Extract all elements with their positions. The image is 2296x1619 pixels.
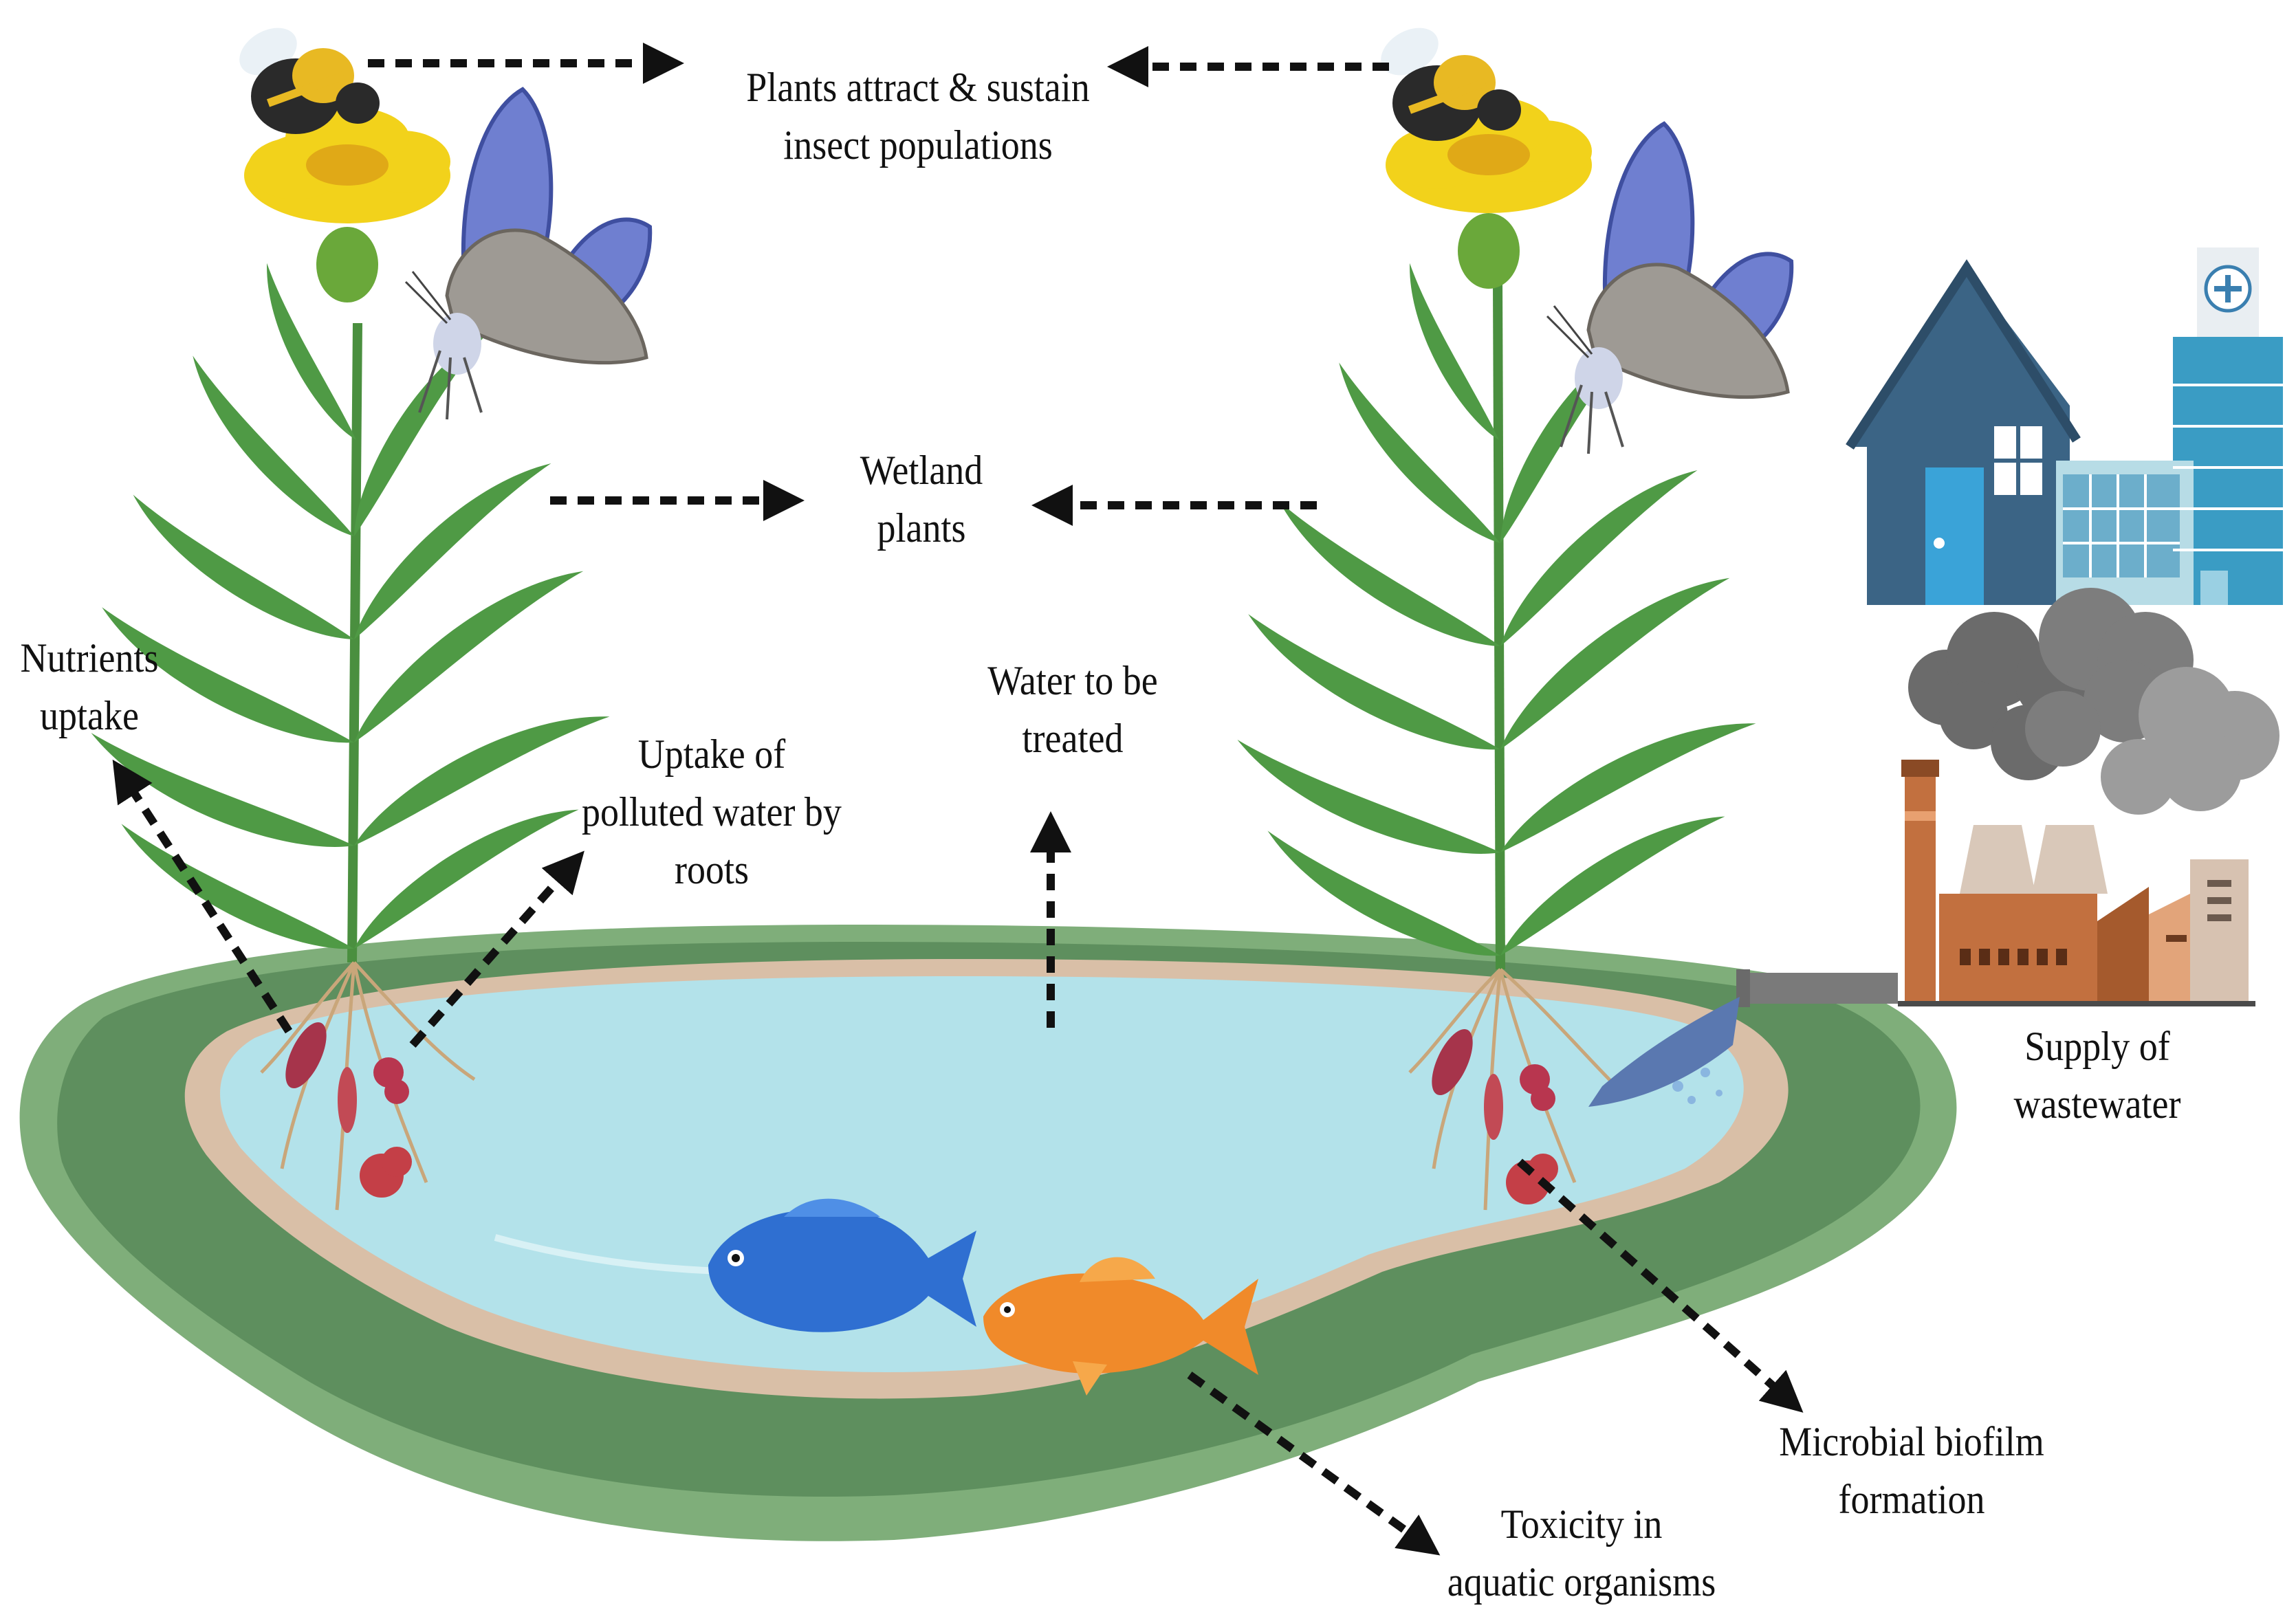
label-toxicity: Toxicity in aquatic organisms: [1433, 1495, 1730, 1611]
label-wetland-line2: plants: [877, 505, 966, 551]
label-water-to-be-treated: Water to be treated: [967, 652, 1178, 767]
label-uptake-line3: roots: [675, 847, 749, 892]
label-toxicity-line1: Toxicity in: [1500, 1501, 1663, 1547]
wetland-plant-right: [1226, 27, 1794, 1211]
arrows: [112, 43, 1804, 1556]
factory-icon: [1898, 760, 2255, 1006]
label-nutrients-line2: uptake: [40, 693, 139, 738]
hospital-icon: [2056, 247, 2283, 605]
label-insects-line1: Plants attract & sustain: [746, 65, 1090, 110]
plant-icon: [80, 260, 614, 978]
label-nutrients-uptake: Nutrients uptake: [9, 629, 170, 745]
fish-icon: [708, 1198, 976, 1332]
label-supply-wastewater: Supply of wastewater: [1992, 1017, 2202, 1133]
arrow-to-toxicity: [1187, 1372, 1441, 1556]
arrow-to-uptake-roots: [409, 850, 584, 1048]
arrow-to-nutrients: [112, 759, 293, 1034]
label-uptake-line1: Uptake of: [637, 731, 786, 777]
wetland-plant-left: [80, 27, 653, 1211]
fish-icon: [983, 1257, 1258, 1396]
label-toxicity-line2: aquatic organisms: [1447, 1559, 1716, 1605]
arrow-to-biofilm: [1517, 1158, 1804, 1413]
pipe-icon: [1588, 969, 1898, 1107]
label-wetland-line1: Wetland: [860, 448, 983, 493]
smoke-icon: [1908, 588, 2279, 815]
label-supply-line2: wastewater: [2013, 1081, 2181, 1127]
label-uptake-roots: Uptake of polluted water by roots: [579, 725, 845, 899]
label-supply-line1: Supply of: [2024, 1024, 2170, 1069]
label-microbial-biofilm: Microbial biofilm formation: [1763, 1413, 2060, 1528]
bee-icon: [1381, 27, 1521, 141]
label-nutrients-line1: Nutrients: [20, 635, 159, 681]
label-wetland-plants: Wetland plants: [832, 441, 1012, 557]
butterfly-icon: [404, 87, 653, 420]
bee-icon: [239, 27, 380, 134]
flower-icon: [244, 107, 450, 302]
house-icon: [1846, 259, 2081, 605]
label-insects: Plants attract & sustain insect populati…: [732, 58, 1104, 174]
label-water-line2: treated: [1022, 716, 1124, 761]
plant-icon: [1226, 260, 1760, 984]
label-insects-line2: insect populations: [783, 122, 1053, 168]
pond-water: [220, 976, 1744, 1372]
label-biofilm-line2: formation: [1838, 1477, 1985, 1522]
label-biofilm-line1: Microbial biofilm: [1779, 1419, 2044, 1464]
label-water-line1: Water to be: [987, 658, 1158, 703]
butterfly-icon: [1546, 121, 1794, 454]
label-uptake-line2: polluted water by: [582, 789, 842, 835]
